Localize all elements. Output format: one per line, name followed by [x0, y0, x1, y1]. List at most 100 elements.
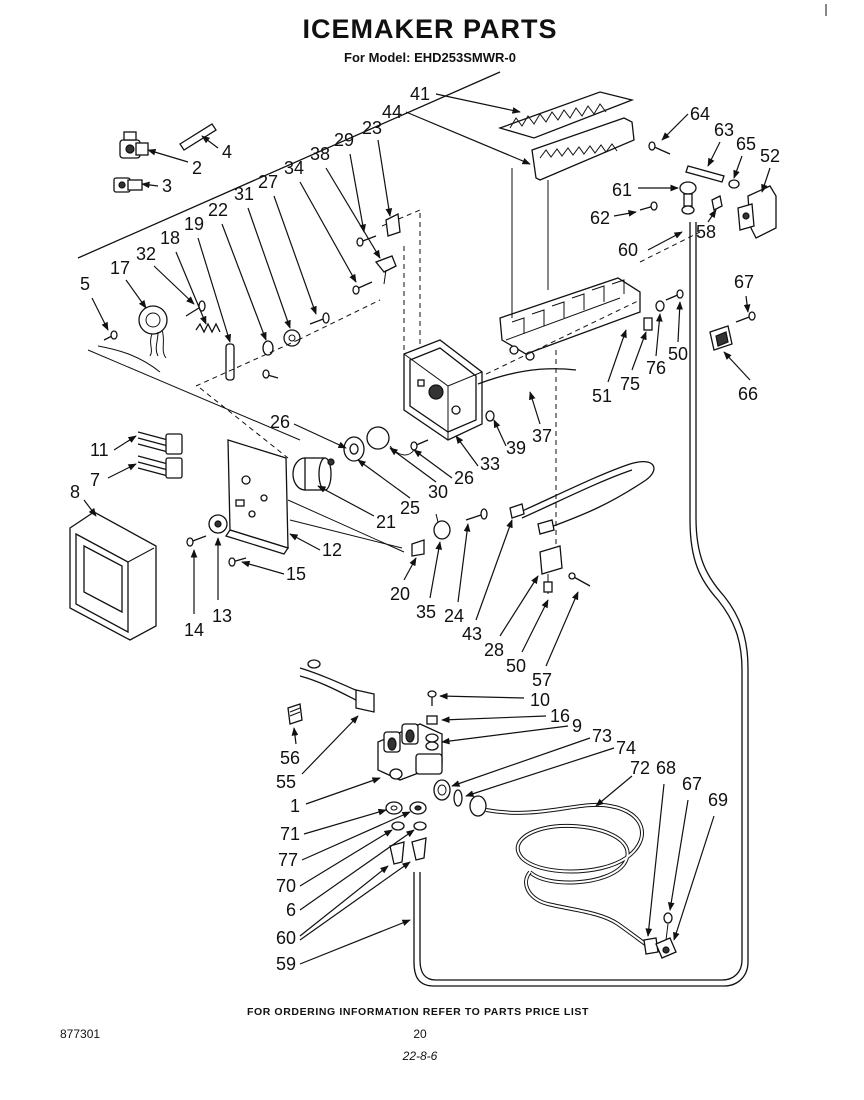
insert-part-60b	[389, 837, 427, 865]
callout-60-bottom: 60	[276, 928, 296, 948]
screw-part-5	[103, 330, 118, 341]
callout-34: 34	[284, 158, 304, 178]
washer-part-22	[262, 340, 274, 356]
clip-part-23	[385, 213, 401, 237]
callout-1: 1	[290, 796, 300, 816]
callout-28: 28	[484, 640, 504, 660]
callout-35: 35	[416, 602, 436, 622]
callout-73: 73	[592, 726, 612, 746]
harness-part-55	[299, 659, 375, 713]
part-76	[655, 300, 665, 312]
tube-part-4	[179, 123, 217, 151]
guide-line	[87, 349, 301, 441]
shutoff-arm-part-37	[477, 368, 577, 385]
washer-part-74	[453, 789, 463, 807]
connector-part-68	[643, 937, 659, 955]
page-title: ICEMAKER PARTS	[302, 14, 557, 44]
callout-16: 16	[550, 706, 570, 726]
callout-55: 55	[276, 772, 296, 792]
callout-75: 75	[620, 374, 640, 394]
ring-part-70	[391, 821, 405, 831]
fitting-part-69	[655, 937, 677, 959]
fill-cup-part-52	[737, 185, 777, 239]
nut-part-77	[409, 801, 427, 815]
callout-70: 70	[276, 876, 296, 896]
separator-line	[77, 71, 501, 259]
retainer-part-31	[283, 329, 301, 347]
mounting-plate-part-12	[224, 439, 290, 555]
callout-63: 63	[714, 120, 734, 140]
callout-23: 23	[362, 118, 382, 138]
nut-part-71	[385, 801, 403, 815]
cap-part-56	[287, 703, 303, 725]
screw-part-26a	[262, 369, 279, 379]
fill-tube-line-outer	[413, 222, 749, 987]
ice-mold-part-51	[499, 277, 641, 361]
water-valve-part-1	[377, 723, 443, 781]
screw-part-14	[186, 535, 207, 547]
fill-tube-part-61	[679, 181, 697, 215]
leader-lines	[83, 93, 771, 965]
callout-71: 71	[280, 824, 300, 844]
callout-21: 21	[376, 512, 396, 532]
switch-part-17	[138, 305, 168, 359]
callout-41: 41	[410, 84, 430, 104]
callout-32: 32	[136, 244, 156, 264]
gear-part-13	[208, 514, 228, 534]
callout-65: 65	[736, 134, 756, 154]
callout-37: 37	[532, 426, 552, 446]
icemaker-assembly	[199, 91, 701, 570]
callout-50-bottom: 50	[506, 656, 526, 676]
callout-44: 44	[382, 102, 402, 122]
stripper-part-44	[531, 117, 635, 181]
callout-27: 27	[258, 172, 278, 192]
callout-12: 12	[322, 540, 342, 560]
spring-part-18	[195, 322, 221, 334]
ordering-note: FOR ORDERING INFORMATION REFER TO PARTS …	[247, 1006, 589, 1018]
bracket-part-38	[374, 255, 397, 285]
nut-part-16	[426, 715, 438, 725]
callout-56: 56	[280, 748, 300, 768]
callout-19: 19	[184, 214, 204, 234]
callout-67-top: 67	[734, 272, 754, 292]
callout-64: 64	[690, 104, 710, 124]
wire-harness-part-11	[137, 431, 183, 455]
fitting-part-3	[113, 177, 143, 193]
callout-30: 30	[428, 482, 448, 502]
callout-8: 8	[70, 482, 80, 502]
callout-17: 17	[110, 258, 130, 278]
callout-74: 74	[616, 738, 636, 758]
callout-38: 38	[310, 144, 330, 164]
grommet-part-65	[728, 179, 740, 189]
gear-part-25	[343, 436, 365, 462]
control-housing-part-33	[403, 339, 483, 441]
callout-72: 72	[630, 758, 650, 778]
screw-part-57	[568, 572, 591, 587]
model-subtitle: For Model: EHD253SMWR-0	[344, 50, 516, 65]
part-66	[709, 325, 733, 351]
callout-43: 43	[462, 624, 482, 644]
callout-13: 13	[212, 606, 232, 626]
rod-part-63	[685, 165, 725, 183]
callout-20: 20	[390, 584, 410, 604]
callout-11: 11	[90, 440, 109, 460]
callout-50-top: 50	[668, 344, 688, 364]
callout-58: 58	[696, 222, 716, 242]
screw-part-26b	[410, 439, 429, 451]
callout-69: 69	[708, 790, 728, 810]
ejector-blade-part-41	[497, 91, 635, 139]
ring-part-6	[413, 821, 427, 831]
callout-76: 76	[646, 358, 666, 378]
motor-part-21	[292, 457, 335, 491]
callout-77: 77	[278, 850, 298, 870]
part-75	[643, 317, 653, 331]
callout-7: 7	[90, 470, 100, 490]
washer-part-9	[425, 733, 439, 751]
fill-tube-line	[419, 222, 743, 981]
callout-59: 59	[276, 954, 296, 974]
callout-25: 25	[400, 498, 420, 518]
screw-part-64	[648, 141, 671, 155]
callout-66: 66	[738, 384, 758, 404]
callout-33: 33	[480, 454, 500, 474]
